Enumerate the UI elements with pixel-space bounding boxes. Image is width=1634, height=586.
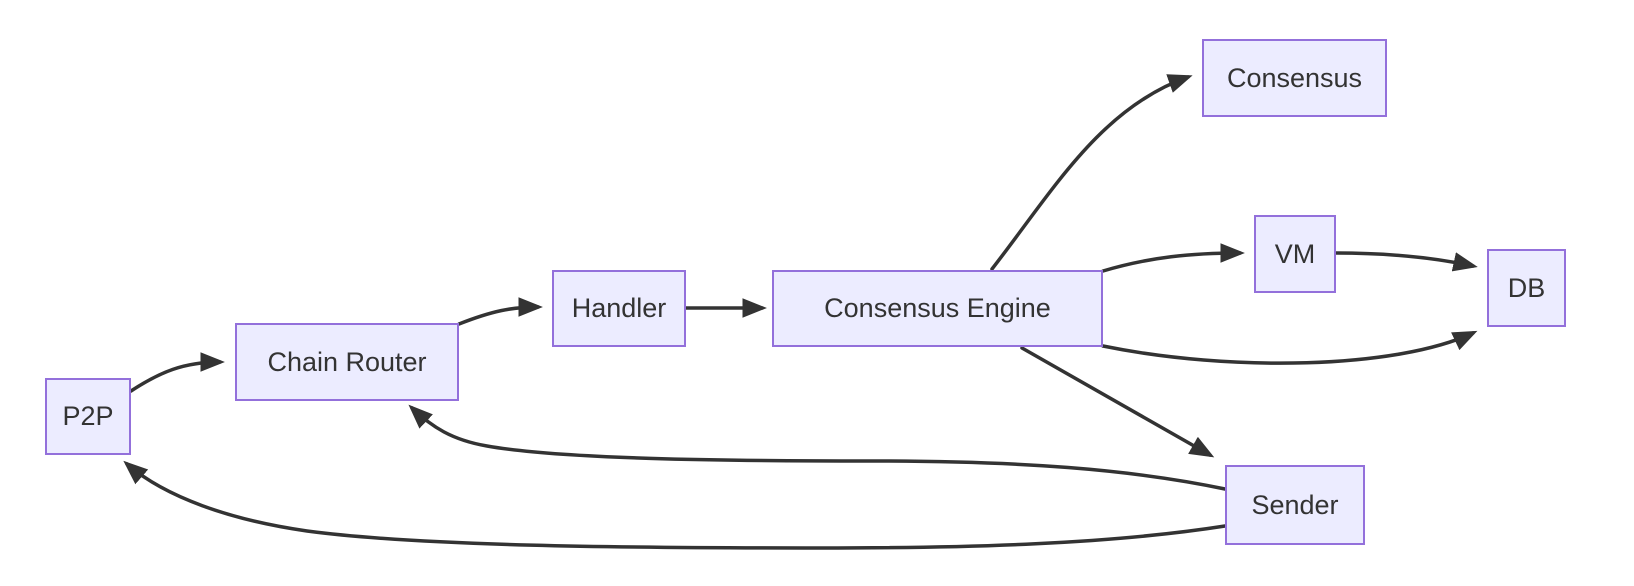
node-label: Handler [571, 293, 667, 323]
node-chain-router: Chain Router [235, 323, 459, 401]
node-label: Consensus [1226, 62, 1363, 93]
edge-chain-router-to-handler [457, 297, 543, 326]
edge-sender-to-p2p [123, 460, 1227, 550]
edge-consensus-engine-to-consensus [990, 74, 1193, 271]
node-sender: Sender [1225, 465, 1365, 545]
node-label: DB [1507, 272, 1546, 303]
node-label: Chain Router [267, 346, 427, 377]
node-db: DB [1487, 249, 1566, 327]
edge-p2p-to-chain-router [129, 352, 225, 393]
edge-consensus-engine-to-sender [1020, 346, 1215, 458]
node-vm: VM [1254, 215, 1336, 293]
node-label: Consensus Engine [824, 293, 1051, 323]
node-handler: Handler [552, 270, 686, 347]
edge-consensus-engine-to-db [1101, 330, 1478, 365]
node-label: Sender [1251, 489, 1339, 520]
edge-consensus-engine-to-vm [1101, 243, 1245, 273]
edge-vm-to-db [1334, 251, 1478, 272]
node-consensus-engine: Consensus Engine [772, 270, 1103, 347]
edge-sender-to-chain-router [408, 404, 1227, 491]
node-consensus: Consensus [1202, 39, 1387, 117]
node-label: P2P [62, 401, 114, 431]
node-label: VM [1274, 238, 1316, 269]
node-p2p: P2P [45, 378, 131, 455]
